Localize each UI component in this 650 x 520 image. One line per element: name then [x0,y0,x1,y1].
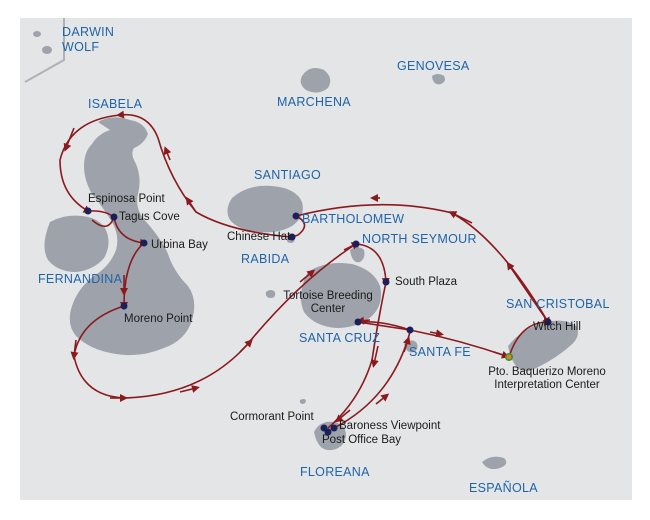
site-label-witch-hill: Witch Hill [533,321,581,333]
bartholomew-dot [292,212,300,220]
island-label-santiago: SANTIAGO [254,168,321,182]
small-islet-floreana [299,399,306,404]
site-label-baroness-viewpoint: Baroness Viewpoint [339,420,441,432]
tortoise-breeding-center-dot [354,318,362,326]
santa-cruz-island-shape [300,263,381,328]
site-label-moreno-point: Moreno Point [124,313,193,325]
santa-fe-dot [406,326,414,334]
espanola-island-shape [482,456,507,470]
site-label-urbina-bay: Urbina Bay [151,239,208,251]
north-seymour-dot [352,240,360,248]
santiago-island-shape [227,185,303,233]
cruise-route [59,110,552,429]
site-markers [84,207,552,436]
site-label-pto-baquerizo-line-2: Interpretation Center [494,379,600,391]
site-label-south-plaza: South Plaza [395,276,458,288]
site-label-chinese-hat: Chinese Hat [227,231,291,243]
island-label-wolf: WOLF [62,40,100,54]
island-label-santa-fe: SANTA FE [409,345,471,359]
island-label-espanola: ESPAÑOLA [469,481,538,495]
post-office-bay-dot [324,428,332,436]
island-label-fernandina: FERNANDINA [38,272,123,286]
island-label-santa-cruz: SANTA CRUZ [299,331,381,345]
moreno-point-dot [120,302,128,310]
fernandina-island-shape [44,215,109,272]
island-label-isabela: ISABELA [88,97,143,111]
island-label-genovesa: GENOVESA [397,59,470,73]
site-label-tagus-cove: Tagus Cove [119,211,180,223]
galapagos-route-map: DARWIN WOLF GENOVESA MARCHENA ISABELA SA… [20,18,632,500]
island-label-rabida: RABIDA [241,252,290,266]
espinosa-point-dot [84,207,92,215]
marchena-island-shape [300,68,331,93]
isabela-island-shape [69,117,195,356]
site-label-espinosa-point: Espinosa Point [88,193,165,205]
site-label-tortoise-breeding-center: Tortoise Breeding Center [268,290,388,316]
chinese-hat-dot [288,233,296,241]
south-plaza-dot [382,278,390,286]
baltra-island-shape [350,247,365,263]
island-label-bartholomew: BARTHOLOMEW [302,212,405,226]
site-label-tortoise-line-2: Center [310,303,346,315]
island-label-darwin: DARWIN [62,25,115,39]
island-label-north-seymour: NORTH SEYMOUR [362,232,477,246]
site-label-pto-baquerizo-line-1: Pto. Baquerizo Moreno [488,366,606,378]
baroness-viewpoint-dot [330,424,338,432]
small-islet-west-santa-cruz [265,290,276,298]
urbina-bay-dot [140,239,148,247]
darwin-island-shape [33,31,41,37]
genovesa-island-shape [432,74,445,85]
site-label-cormorant-point: Cormorant Point [230,411,314,423]
site-label-tortoise-line-1: Tortoise Breeding [283,290,373,302]
site-label-post-office-bay: Post Office Bay [322,434,402,446]
wolf-island-shape [42,46,52,54]
darwin-wolf-inset [24,18,65,83]
site-label-pto-baquerizo: Pto. Baquerizo Moreno Interpretation Cen… [472,366,622,392]
start-marker [505,353,513,361]
island-label-floreana: FLOREANA [300,465,370,479]
san-cristobal-island-shape [508,320,578,371]
map-canvas [24,18,578,470]
island-label-marchena: MARCHENA [277,95,351,109]
island-label-san-cristobal: SAN CRISTOBAL [506,297,610,311]
witch-hill-dot [544,318,552,326]
tagus-cove-dot [110,213,118,221]
